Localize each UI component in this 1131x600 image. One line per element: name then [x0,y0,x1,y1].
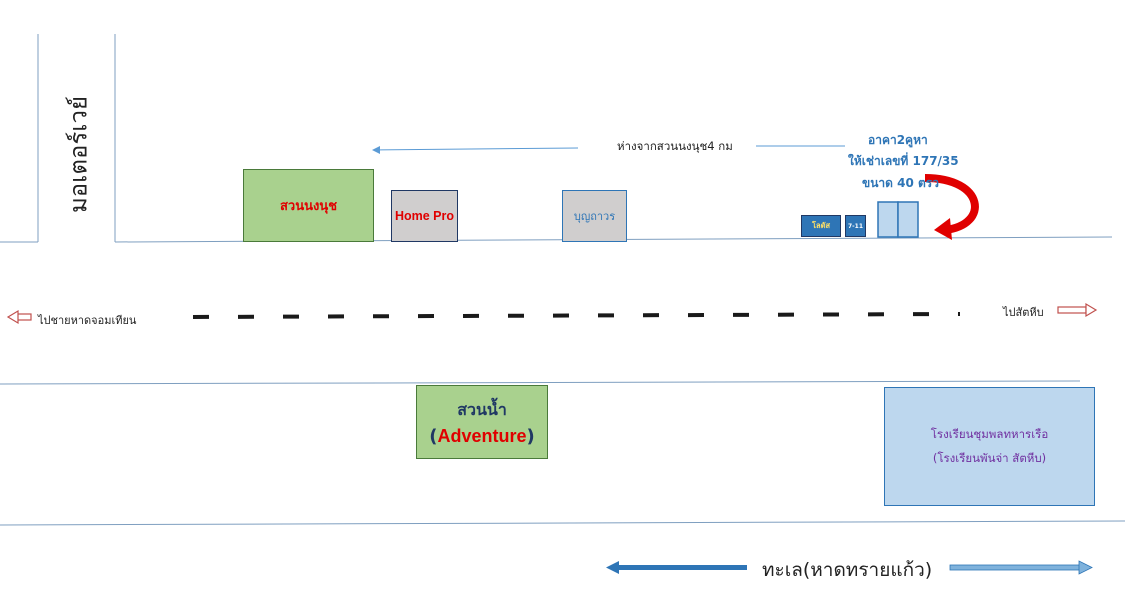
arrow-left-icon [6,309,32,325]
house-info-line1: อาคา2คูหา [868,133,928,147]
waterpark: สวนน้ำ (Adventure) [416,385,548,459]
sea-arrow-right-icon [949,560,1093,575]
waterpark-paren-open: ( [429,425,438,447]
lotus-label: โลตัส [811,221,831,230]
direction-right-label: ไปสัตหีบ [1003,306,1044,319]
distance-arrowhead-left [372,146,380,154]
direction-left-label: ไปชายหาดจอมเทียน [38,314,137,327]
arrow-right-icon [1057,302,1098,318]
bunthawon-store: บุญถาวร [562,190,627,242]
nongnooch-garden: สวนนงนุช [243,169,374,242]
sea-arrow-left-icon [606,561,747,574]
waterpark-paren-close: ) [526,425,535,447]
sea-label: ทะเล(หาดทรายแก้ว) [762,559,933,581]
waterpark-label-line1: สวนน้ำ [457,399,507,419]
curved-arrow-icon [924,174,979,240]
lotus-store: โลตัส [801,215,841,237]
seven-eleven-store: 7-11 [845,215,866,237]
distance-line-left [373,147,579,151]
road-edge-south [0,380,1081,385]
beach-line [0,520,1126,526]
house-building [877,201,919,238]
school-label-line2: (โรงเรียนพันจ่า สัตหีบ) [932,450,1047,465]
seven-eleven-label: 7-11 [847,222,863,230]
house-info-line2: ให้เช่าเลขที่ 177/35 [848,154,959,168]
bunthawon-label: บุญถาวร [573,210,616,223]
waterpark-label-name: Adventure [437,425,527,446]
homepro-label: Home Pro [394,209,455,223]
distance-note: ห่างจากสวนนงนุช4 กม [617,139,733,153]
house-info-line3: ขนาด 40 ตรว [862,176,939,190]
road-center-line [192,312,961,319]
homepro-store: Home Pro [391,190,458,242]
motorway-label: มอเตอร์เวย์ [64,95,93,214]
nongnooch-label: สวนนงนุช [279,199,338,214]
school-label-line1: โรงเรียนชุมพลทหารเรือ [930,426,1049,441]
naval-school: โรงเรียนชุมพลทหารเรือ (โรงเรียนพันจ่า สั… [884,387,1095,506]
